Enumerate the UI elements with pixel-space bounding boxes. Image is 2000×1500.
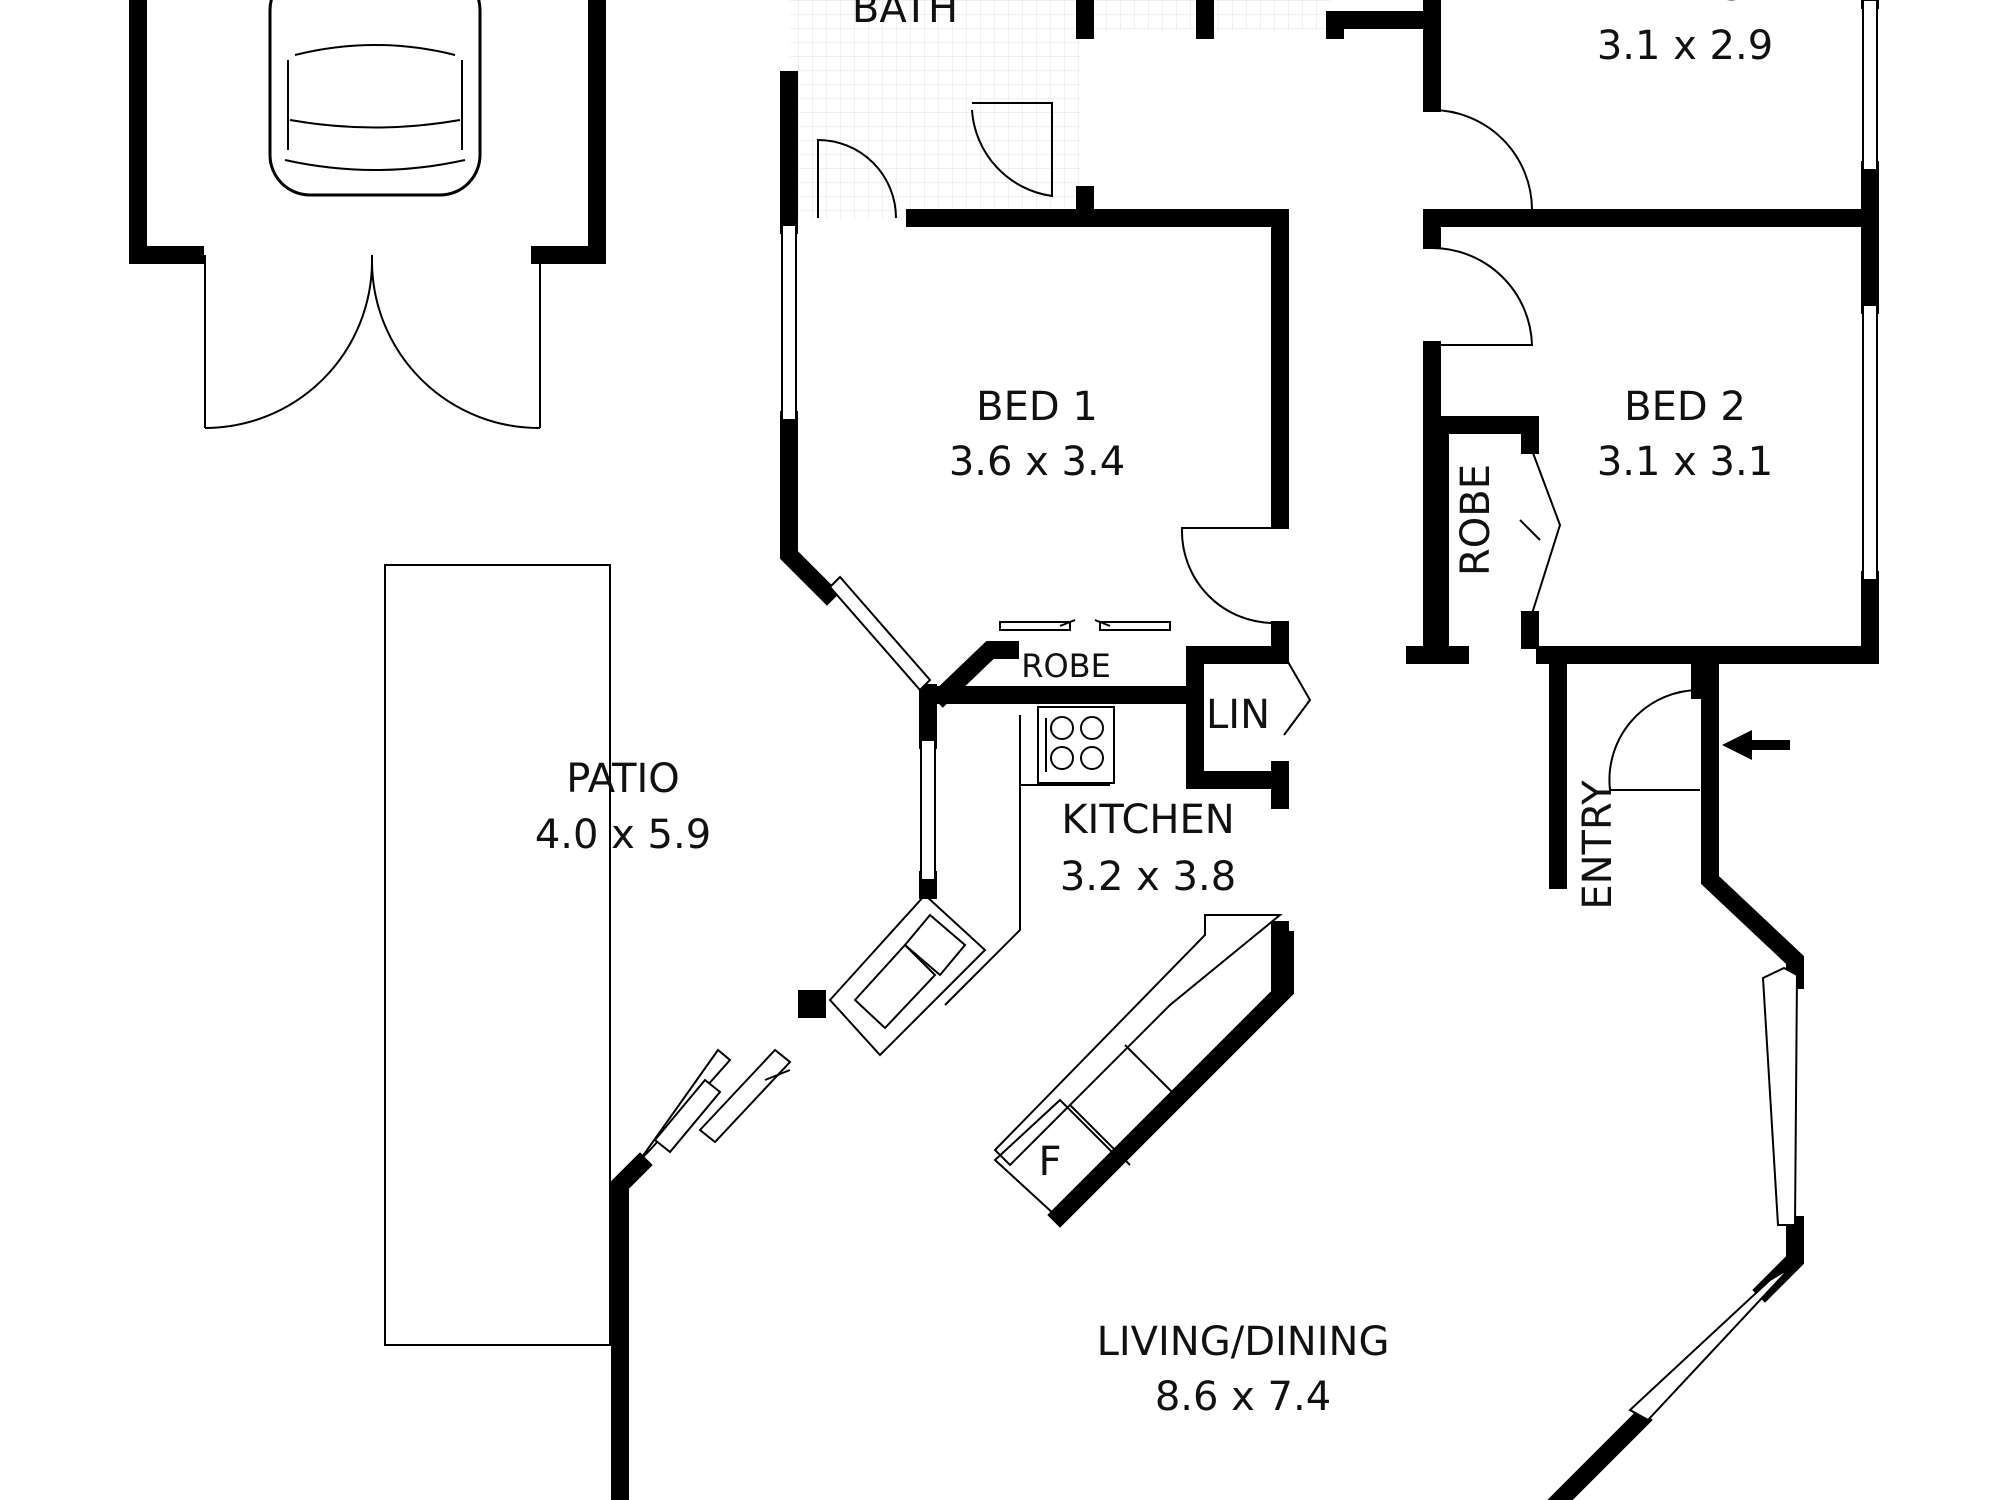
doors [817,102,1701,791]
fridge-label: F [1038,1139,1061,1185]
cooktop-icon [1037,706,1115,784]
kitchen-bench [944,715,1294,1228]
linen-label: LIN [1206,692,1270,738]
patio-outline [384,564,611,1346]
car-icon [268,0,482,197]
exterior-walls [611,0,1879,1500]
bed3-dims: 3.1 x 2.9 [1597,23,1773,69]
patio-sliding-door [653,1048,792,1154]
bath-name: BATH [852,0,958,32]
sink-icon [828,893,987,1057]
patio-dims: 4.0 x 5.9 [535,812,711,858]
bed1-name: BED 1 [976,384,1098,430]
bed2-dims: 3.1 x 3.1 [1597,439,1773,485]
bed1-robe-label: ROBE [1021,647,1111,685]
kitchen-name: KITCHEN [1061,797,1234,843]
living-name: LIVING/DINING [1097,1319,1390,1365]
living-dims: 8.6 x 7.4 [1155,1374,1331,1420]
entry-label: ENTRY [1575,780,1621,910]
bed3-name: BED 3 [1624,0,1746,10]
robe-sliding-doors [999,619,1171,631]
bed2-name: BED 2 [1624,384,1746,430]
bath-tiles [790,0,1330,220]
carport [129,0,606,430]
kitchen-dims: 3.2 x 3.8 [1060,854,1236,900]
garage-door-right [371,261,541,430]
entry-arrow-icon [1722,730,1790,760]
patio-name: PATIO [566,756,680,802]
bed1-dims: 3.6 x 3.4 [949,439,1125,485]
garage-door-left [204,261,373,429]
bed2-robe-label: ROBE [1453,464,1499,576]
